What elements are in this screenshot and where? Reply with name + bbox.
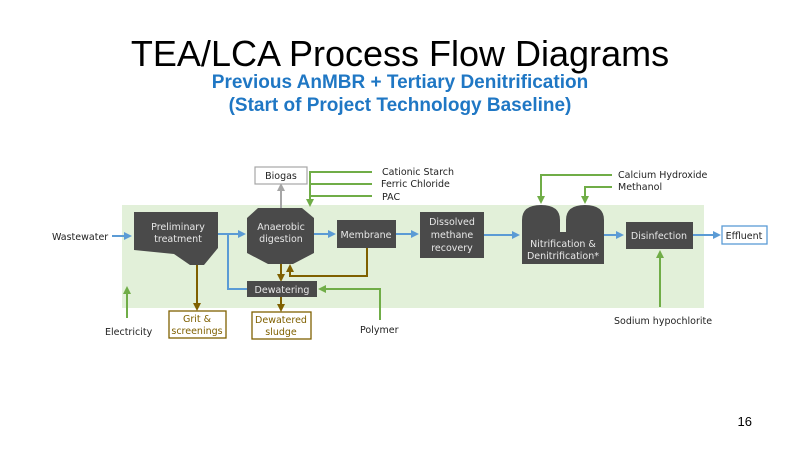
dewatering-label: Dewatering xyxy=(255,285,310,296)
nitrification-label-1: Nitrification & xyxy=(530,239,596,250)
grit-label-1: Grit & xyxy=(183,314,212,325)
calcium-hydroxide-label: Calcium Hydroxide xyxy=(618,170,708,181)
page-number: 16 xyxy=(737,414,752,429)
sludge-label-1: Dewatered xyxy=(255,315,307,326)
dissolved-label-3: recovery xyxy=(431,243,473,254)
methanol-arrow xyxy=(581,186,612,204)
membrane-label: Membrane xyxy=(341,230,392,241)
effluent-label: Effluent xyxy=(726,231,763,242)
slide-title: TEA/LCA Process Flow Diagrams xyxy=(130,33,670,74)
anaerobic-label-2: digestion xyxy=(259,234,303,245)
sodium-hypochlorite-label: Sodium hypochlorite xyxy=(614,316,712,327)
anaerobic-label-1: Anaerobic xyxy=(257,222,305,233)
disinfection-label: Disinfection xyxy=(631,231,687,242)
grit-screenings-box xyxy=(168,310,227,339)
system-boundary xyxy=(122,205,704,308)
prelim-to-dewatering-arrow xyxy=(227,234,247,290)
electricity-label: Electricity xyxy=(105,327,153,338)
membrane-recycle-arrow xyxy=(286,248,368,277)
calcium-hydroxide-arrow xyxy=(537,174,612,204)
effluent-box xyxy=(721,225,768,245)
grit-label-2: screenings xyxy=(171,326,222,337)
membrane-block xyxy=(337,220,396,248)
cationic-starch-label: Cationic Starch xyxy=(382,167,454,178)
disinfection-block xyxy=(626,222,693,249)
biogas-box xyxy=(254,166,308,185)
slide-subtitle-line2: (Start of Project Technology Baseline) xyxy=(228,95,572,116)
preliminary-treatment-label-1: Preliminary xyxy=(151,222,205,233)
biogas-label: Biogas xyxy=(265,171,297,182)
sludge-label-2: sludge xyxy=(265,327,297,338)
preliminary-treatment-label-2: treatment xyxy=(154,234,202,245)
dewatered-sludge-box xyxy=(251,311,312,340)
dewatering-block xyxy=(247,281,317,297)
polymer-label: Polymer xyxy=(360,325,399,336)
anaerobic-digestion-block xyxy=(247,208,314,264)
dissolved-label-1: Dissolved xyxy=(429,217,475,228)
slide-subtitle-line1: Previous AnMBR + Tertiary Denitrificatio… xyxy=(211,72,589,93)
ferric-chloride-label: Ferric Chloride xyxy=(381,179,450,190)
dissolved-methane-block xyxy=(420,212,484,258)
pac-label: PAC xyxy=(382,192,400,203)
wastewater-label: Wastewater xyxy=(52,232,108,243)
polymer-arrow xyxy=(318,285,381,320)
nitrification-block xyxy=(522,205,604,264)
dissolved-label-2: methane xyxy=(431,230,474,241)
preliminary-treatment-block xyxy=(134,212,218,265)
methanol-label: Methanol xyxy=(618,182,662,193)
chemicals-to-anaerobic-arrow xyxy=(306,171,372,207)
nitrification-label-2: Denitrification* xyxy=(527,251,599,262)
